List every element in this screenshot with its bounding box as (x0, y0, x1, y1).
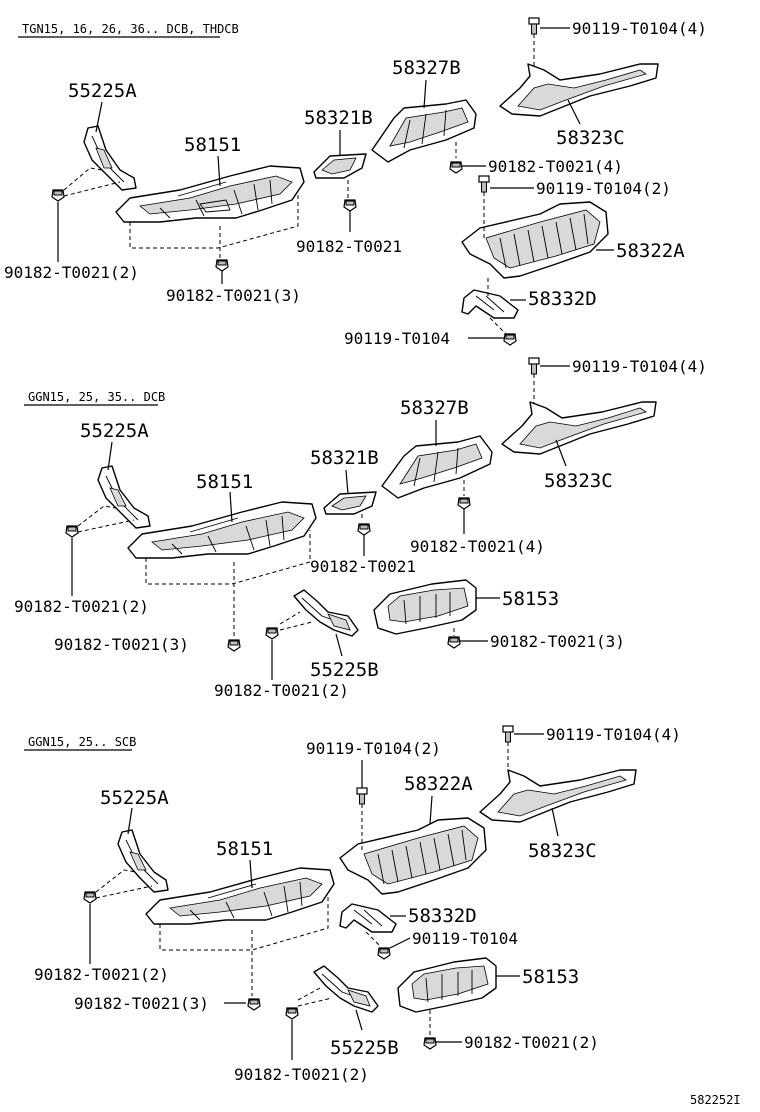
label-90182-t0021-4: 90182-T0021(4) (410, 537, 545, 556)
label-58153: 58153 (522, 966, 579, 988)
part-55225a-bracket (83, 125, 137, 191)
label-90119-t0104-4: 90119-T0104(4) (572, 357, 707, 376)
part-58321b-plate (313, 153, 367, 179)
label-90182-t0021-2-left: 90182-T0021(2) (34, 965, 169, 984)
clip-icon (357, 523, 371, 536)
bolt-icon (528, 17, 540, 35)
label-90182-t0021-3-right: 90182-T0021(3) (490, 632, 625, 651)
clip-icon (343, 199, 357, 212)
section-1-header: TGN15, 16, 26, 36.. DCB, THDCB (22, 22, 239, 36)
part-58322a-tunnel-cover (461, 201, 609, 279)
part-58323c-crossmember-cover (499, 63, 659, 117)
part-58332d-bracket (461, 289, 519, 319)
label-90119-t0104-2: 90119-T0104(2) (536, 179, 671, 198)
clip-icon (227, 639, 241, 652)
label-90182-t0021: 90182-T0021 (310, 557, 416, 576)
bolt-icon (356, 787, 368, 805)
label-90182-t0021-3-left: 90182-T0021(3) (54, 635, 189, 654)
part-58327b-cover (381, 435, 493, 499)
section-3: GGN15, 25.. SCB 55225A 58151 90182-T0021… (24, 725, 681, 1084)
label-58327b: 58327B (392, 57, 461, 79)
clip-icon (51, 189, 65, 202)
clip-icon (215, 259, 229, 272)
section-2: GGN15, 25, 35.. DCB 55225A 58151 90182-T… (14, 357, 707, 700)
clip-icon (83, 891, 97, 904)
label-58323c: 58323C (544, 470, 613, 492)
label-55225a: 55225A (80, 420, 149, 442)
part-58323c-crossmember-cover (479, 769, 637, 823)
section-1: TGN15, 16, 26, 36.. DCB, THDCB 55225A 58… (4, 17, 707, 348)
part-55225a-bracket (117, 829, 169, 893)
label-58322a: 58322A (616, 240, 685, 262)
clip-icon (285, 1007, 299, 1020)
label-55225b: 55225B (330, 1037, 399, 1059)
label-58321b: 58321B (310, 447, 379, 469)
part-58151-floor-cover (115, 165, 305, 223)
part-58327b-cover (371, 99, 477, 163)
clip-icon (447, 636, 461, 649)
label-90119-t0104-4: 90119-T0104(4) (546, 725, 681, 744)
label-58332d: 58332D (408, 905, 477, 927)
label-58321b: 58321B (304, 107, 373, 129)
label-90182-t0021-3: 90182-T0021(3) (166, 286, 301, 305)
label-90182-t0021-2: 90182-T0021(2) (4, 263, 139, 282)
label-58151: 58151 (196, 471, 253, 493)
label-55225a: 55225A (100, 787, 169, 809)
label-90182-t0021-2-left: 90182-T0021(2) (14, 597, 149, 616)
part-58322a-tunnel-cover (339, 817, 487, 895)
part-55225b-bracket (313, 965, 379, 1013)
bolt-icon (528, 357, 540, 375)
part-58321b-plate (323, 491, 377, 515)
label-55225a: 55225A (68, 80, 137, 102)
label-58323c: 58323C (528, 840, 597, 862)
section-2-header: GGN15, 25, 35.. DCB (28, 390, 165, 404)
label-90182-t0021-2-right: 90182-T0021(2) (464, 1033, 599, 1052)
clip-icon (423, 1037, 437, 1050)
label-58332d: 58332D (528, 288, 597, 310)
label-90119-t0104: 90119-T0104 (344, 329, 450, 348)
label-58322a: 58322A (404, 773, 473, 795)
bolt-icon (478, 175, 490, 193)
label-90182-t0021-2-bottom: 90182-T0021(2) (234, 1065, 369, 1084)
part-58323c-crossmember-cover (501, 401, 657, 455)
clip-icon (65, 525, 79, 538)
label-90182-t0021-4: 90182-T0021(4) (488, 157, 623, 176)
part-55225a-bracket (97, 465, 151, 529)
bolt-head-icon (377, 947, 391, 960)
label-58151: 58151 (216, 838, 273, 860)
part-58151-floor-cover (127, 501, 317, 559)
label-90119-t0104-2: 90119-T0104(2) (306, 739, 441, 758)
bolt-head-icon (503, 333, 517, 346)
label-55225b: 55225B (310, 659, 379, 681)
label-58153: 58153 (502, 588, 559, 610)
bolt-icon (502, 725, 514, 743)
figure-code: 582252I (690, 1093, 741, 1107)
part-55225b-bracket (293, 589, 359, 637)
section-3-header: GGN15, 25.. SCB (28, 735, 136, 749)
label-58327b: 58327B (400, 397, 469, 419)
clip-icon (449, 161, 463, 174)
label-90182-t0021-3: 90182-T0021(3) (74, 994, 209, 1013)
part-58153-cover (397, 957, 497, 1013)
label-90182-t0021: 90182-T0021 (296, 237, 402, 256)
part-58153-cover (373, 579, 477, 635)
clip-icon (247, 998, 261, 1011)
label-90119-t0104-4: 90119-T0104(4) (572, 19, 707, 38)
label-90182-t0021-2-bottom: 90182-T0021(2) (214, 681, 349, 700)
label-90119-t0104: 90119-T0104 (412, 929, 518, 948)
label-58151: 58151 (184, 134, 241, 156)
part-58151-floor-cover (145, 867, 335, 925)
clip-icon (457, 497, 471, 510)
label-58323c: 58323C (556, 127, 625, 149)
clip-icon (265, 627, 279, 640)
part-58332d-bracket (339, 903, 397, 933)
